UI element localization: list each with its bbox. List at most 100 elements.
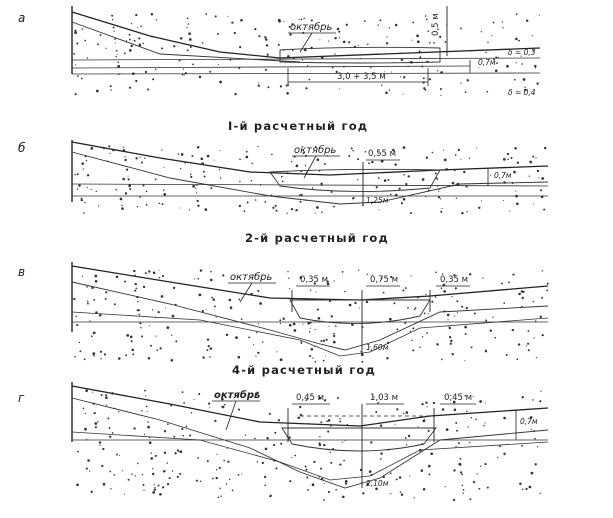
soil-dot [185, 425, 188, 428]
soil-dot [540, 195, 544, 199]
soil-dot [533, 429, 536, 432]
soil-dot [122, 149, 126, 152]
soil-dot [522, 78, 526, 81]
soil-dot [112, 26, 115, 29]
soil-dot [351, 323, 354, 327]
soil-dot [492, 21, 495, 24]
soil-dot [205, 308, 207, 310]
panel-a-right-label-top: δ = 0,3 [508, 48, 536, 57]
soil-dot [136, 205, 139, 208]
soil-dot [531, 35, 533, 37]
panel-d-trench-band [281, 427, 437, 452]
soil-dot [405, 182, 408, 186]
soil-dot [320, 421, 323, 424]
soil-dot [465, 185, 468, 188]
soil-dot [191, 155, 194, 158]
soil-dot [464, 333, 467, 336]
soil-dot [127, 178, 130, 181]
soil-dot [530, 471, 534, 475]
soil-dot [122, 177, 126, 181]
soil-dot [250, 179, 253, 182]
soil-dot [173, 435, 176, 438]
soil-dot [188, 32, 191, 36]
soil-dot [144, 395, 147, 397]
soil-dot [82, 407, 85, 410]
soil-dot [269, 495, 271, 498]
soil-dot [360, 353, 364, 357]
soil-dot [165, 307, 167, 309]
soil-dot [440, 210, 443, 213]
panel-b-month-label: октябрь [294, 144, 337, 156]
soil-dot [332, 448, 335, 450]
soil-dot [184, 161, 187, 164]
soil-dot [348, 155, 351, 158]
soil-dot [540, 390, 542, 392]
soil-dot [404, 321, 407, 324]
soil-dot [509, 210, 511, 212]
soil-dot [350, 147, 353, 150]
soil-dot [534, 320, 537, 322]
soil-dot [115, 42, 117, 44]
soil-dot [459, 457, 462, 460]
soil-dot [409, 212, 412, 215]
soil-dot [82, 168, 84, 170]
panel-a: а 0,5 м октябрь 3,0 + 3,5 м δ = 0,3 0,7м… [18, 6, 541, 133]
soil-dot [426, 406, 428, 408]
soil-dot [244, 434, 247, 436]
soil-dot [222, 274, 225, 277]
soil-dot [305, 165, 307, 167]
soil-dot [105, 404, 108, 406]
soil-dot [183, 74, 185, 76]
soil-dot [145, 204, 148, 206]
soil-dot [377, 402, 379, 404]
soil-dot [445, 168, 449, 171]
soil-dot [239, 158, 241, 161]
soil-dot [265, 44, 269, 47]
soil-dot [203, 175, 206, 178]
soil-dot [88, 470, 91, 472]
soil-dot [462, 492, 464, 494]
soil-dot [525, 19, 529, 23]
soil-dot [93, 411, 96, 415]
panel-c-soil-texture [73, 269, 549, 363]
soil-dot [215, 476, 218, 480]
soil-dot [258, 82, 260, 84]
soil-dot [322, 359, 325, 362]
soil-dot [84, 201, 86, 204]
panel-c-deep-line [71, 311, 549, 357]
soil-dot [154, 486, 156, 489]
soil-dot [98, 314, 101, 317]
soil-dot [257, 84, 260, 87]
soil-dot [73, 297, 76, 301]
soil-dot [118, 454, 121, 456]
soil-dot [158, 269, 160, 271]
soil-dot [389, 193, 392, 196]
soil-dot [173, 45, 176, 48]
soil-dot [299, 276, 303, 279]
soil-dot [344, 290, 346, 293]
soil-dot [184, 72, 187, 75]
soil-dot [524, 88, 527, 92]
soil-dot [100, 358, 102, 360]
soil-dot [412, 349, 415, 352]
soil-dot [192, 63, 194, 66]
soil-dot [298, 18, 300, 21]
soil-dot [125, 354, 128, 357]
soil-dot [518, 39, 520, 42]
soil-dot [413, 308, 416, 311]
soil-dot [314, 212, 316, 214]
soil-dot [536, 169, 540, 173]
soil-dot [455, 421, 458, 424]
soil-dot [461, 305, 464, 308]
soil-dot [79, 350, 82, 353]
soil-dot [521, 488, 524, 491]
soil-dot [74, 29, 77, 32]
soil-dot [83, 212, 85, 214]
soil-dot [314, 145, 317, 148]
soil-dot [234, 92, 237, 96]
soil-dot [134, 289, 137, 292]
soil-dot [336, 396, 340, 400]
soil-dot [74, 173, 76, 176]
soil-dot [536, 446, 539, 448]
soil-dot [99, 34, 102, 37]
